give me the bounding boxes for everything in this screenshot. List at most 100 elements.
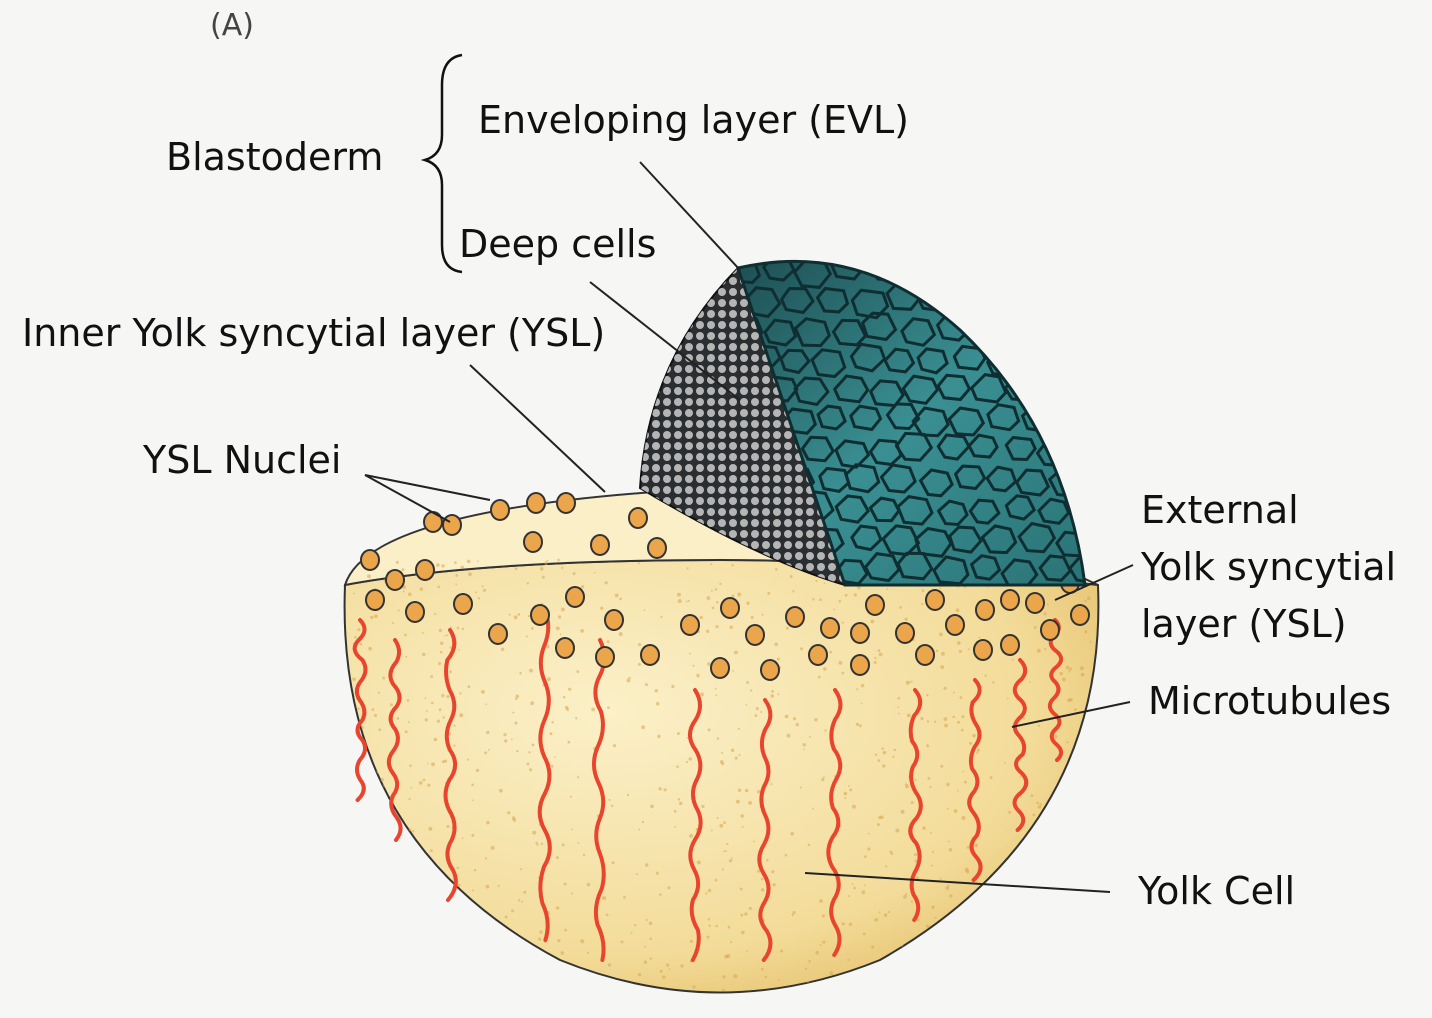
- yolk-speckle: [339, 783, 342, 786]
- deep-cell: [663, 464, 671, 472]
- yolk-speckle: [949, 894, 952, 897]
- yolk-speckle: [392, 622, 394, 624]
- deep-cell: [685, 420, 693, 428]
- deep-cell: [652, 343, 660, 351]
- yolk-speckle: [886, 588, 888, 590]
- deep-cell: [740, 442, 748, 450]
- yolk-speckle: [555, 960, 558, 963]
- yolk-speckle: [417, 982, 421, 986]
- yolk-speckle: [570, 796, 572, 798]
- yolk-speckle: [929, 786, 931, 788]
- deep-cell: [707, 310, 715, 318]
- yolk-speckle: [594, 572, 596, 574]
- yolk-speckle: [1108, 566, 1110, 568]
- yolk-speckle: [956, 608, 960, 612]
- yolk-speckle: [815, 951, 819, 955]
- yolk-speckle: [1079, 839, 1081, 841]
- yolk-speckle: [919, 984, 922, 987]
- deep-cell: [718, 266, 726, 274]
- yolk-speckle: [561, 567, 563, 569]
- deep-cell: [817, 530, 825, 538]
- deep-cell: [707, 321, 715, 329]
- yolk-speckle: [365, 814, 367, 816]
- yolk-speckle: [949, 848, 953, 852]
- evl-cell: [1035, 258, 1063, 280]
- yolk-speckle: [484, 751, 487, 754]
- yolk-speckle: [404, 913, 406, 915]
- yolk-speckle: [423, 779, 426, 782]
- deep-cell: [652, 299, 660, 307]
- yolk-speckle: [475, 591, 477, 593]
- yolk-speckle: [870, 620, 874, 624]
- deep-cell: [707, 486, 715, 494]
- yolk-speckle: [994, 910, 996, 912]
- yolk-speckle: [842, 672, 845, 675]
- deep-cell: [696, 398, 704, 406]
- yolk-speckle: [516, 750, 518, 752]
- deep-cell: [685, 464, 693, 472]
- deep-cell: [751, 431, 759, 439]
- yolk-speckle: [566, 708, 569, 711]
- yolk-speckle: [721, 752, 723, 754]
- deep-cell: [762, 541, 770, 549]
- yolk-speckle: [446, 825, 449, 828]
- deep-cell: [729, 475, 737, 483]
- yolk-speckle: [930, 832, 932, 834]
- yolk-speckle: [557, 559, 560, 562]
- deep-cell: [740, 354, 748, 362]
- yolk-speckle: [631, 932, 633, 934]
- yolk-speckle: [868, 833, 870, 835]
- deep-cell: [674, 387, 682, 395]
- yolk-speckle: [658, 787, 661, 790]
- yolk-speckle: [852, 883, 854, 885]
- yolk-speckle: [446, 905, 448, 907]
- yolk-speckle: [901, 810, 905, 814]
- yolk-speckle: [939, 632, 943, 636]
- yolk-speckle: [635, 990, 637, 992]
- yolk-speckle: [497, 1009, 501, 1013]
- yolk-speckle: [849, 788, 852, 791]
- yolk-speckle: [833, 608, 835, 610]
- ysl-nucleus: [721, 598, 739, 618]
- yolk-speckle: [491, 846, 495, 850]
- yolk-speckle: [482, 585, 484, 587]
- yolk-speckle: [946, 783, 950, 787]
- yolk-speckle: [649, 957, 651, 959]
- yolk-speckle: [916, 943, 919, 946]
- yolk-speckle: [687, 737, 689, 739]
- yolk-speckle: [1066, 666, 1070, 670]
- deep-cell: [674, 409, 682, 417]
- yolk-speckle: [772, 883, 775, 886]
- evl-cell: [750, 226, 783, 252]
- yolk-speckle: [922, 826, 925, 829]
- deep-cell: [751, 453, 759, 461]
- yolk-speckle: [645, 863, 648, 866]
- yolk-speckle: [742, 826, 744, 828]
- yolk-speckle: [940, 765, 943, 768]
- yolk-speckle: [707, 596, 711, 600]
- yolk-speckle: [1027, 842, 1029, 844]
- yolk-speckle: [434, 958, 438, 962]
- yolk-speckle: [793, 717, 796, 720]
- yolk-speckle: [1095, 772, 1097, 774]
- deep-cell: [751, 475, 759, 483]
- yolk-speckle: [849, 923, 852, 926]
- deep-cell: [784, 475, 792, 483]
- yolk-speckle: [458, 649, 460, 651]
- deep-cell: [674, 321, 682, 329]
- yolk-speckle: [1069, 667, 1072, 670]
- yolk-speckle: [478, 994, 482, 998]
- yolk-speckle: [677, 732, 680, 735]
- yolk-speckle: [446, 634, 448, 636]
- yolk-speckle: [1108, 627, 1111, 630]
- yolk-speckle: [1067, 928, 1070, 931]
- yolk-speckle: [362, 853, 366, 857]
- deep-cell: [740, 398, 748, 406]
- yolk-speckle: [587, 952, 589, 954]
- deep-cell: [729, 398, 737, 406]
- yolk-speckle: [532, 743, 535, 746]
- yolk-speckle: [656, 872, 659, 875]
- yolk-speckle: [964, 781, 967, 784]
- ysl-nucleus: [1071, 605, 1089, 625]
- yolk-speckle: [728, 926, 731, 929]
